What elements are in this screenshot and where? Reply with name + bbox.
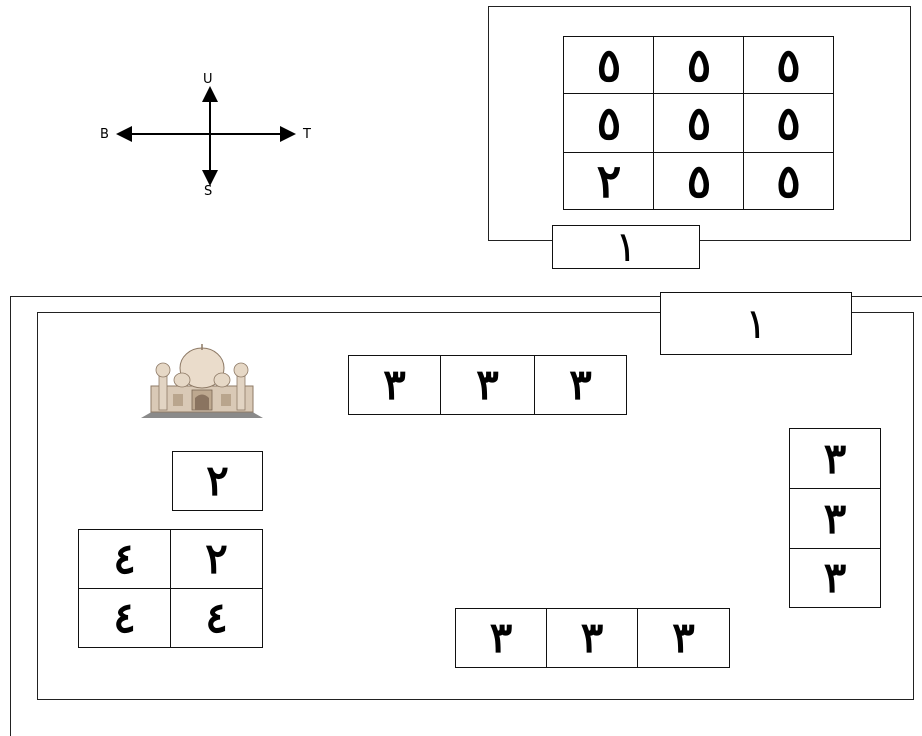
block-cell: ٤	[170, 588, 263, 648]
compass-arrows-icon	[116, 86, 296, 186]
grid-cell: ٥	[563, 36, 655, 94]
block-cell: ٢	[170, 529, 263, 589]
row-top-cell: ٣	[534, 355, 627, 415]
compass-east-label: T	[303, 127, 311, 142]
compass-south-label: S	[204, 184, 213, 199]
column-right-cell: ٣	[789, 428, 881, 489]
row-bottom-cell: ٣	[455, 608, 547, 668]
column-right-cell: ٣	[789, 548, 881, 608]
grid-cell: ٢	[563, 152, 655, 210]
row-top-cell: ٣	[348, 355, 441, 415]
grid-cell: ٥	[743, 152, 834, 210]
grid-cell: ٥	[653, 36, 745, 94]
bottom-inner-frame	[37, 312, 914, 700]
grid-cell: ٥	[653, 93, 745, 153]
mosque-icon	[137, 340, 267, 424]
bottom-outer-frame	[10, 296, 922, 736]
row-bottom-cell: ٣	[637, 608, 730, 668]
top-entrance-box: ١	[552, 225, 700, 269]
grid-cell: ٥	[563, 93, 655, 153]
grid-cell: ٥	[743, 93, 834, 153]
block-cell: ٤	[78, 588, 171, 648]
compass: U S B T	[100, 70, 320, 200]
single-box: ٢	[172, 451, 263, 511]
row-bottom-cell: ٣	[546, 608, 638, 668]
compass-west-label: B	[100, 127, 109, 142]
row-top-cell: ٣	[440, 355, 535, 415]
grid-cell: ٥	[653, 152, 745, 210]
block-cell: ٤	[78, 529, 171, 589]
compass-north-label: U	[203, 72, 213, 87]
column-right-cell: ٣	[789, 488, 881, 549]
bottom-entrance-box: ١	[660, 292, 852, 355]
grid-cell: ٥	[743, 36, 834, 94]
